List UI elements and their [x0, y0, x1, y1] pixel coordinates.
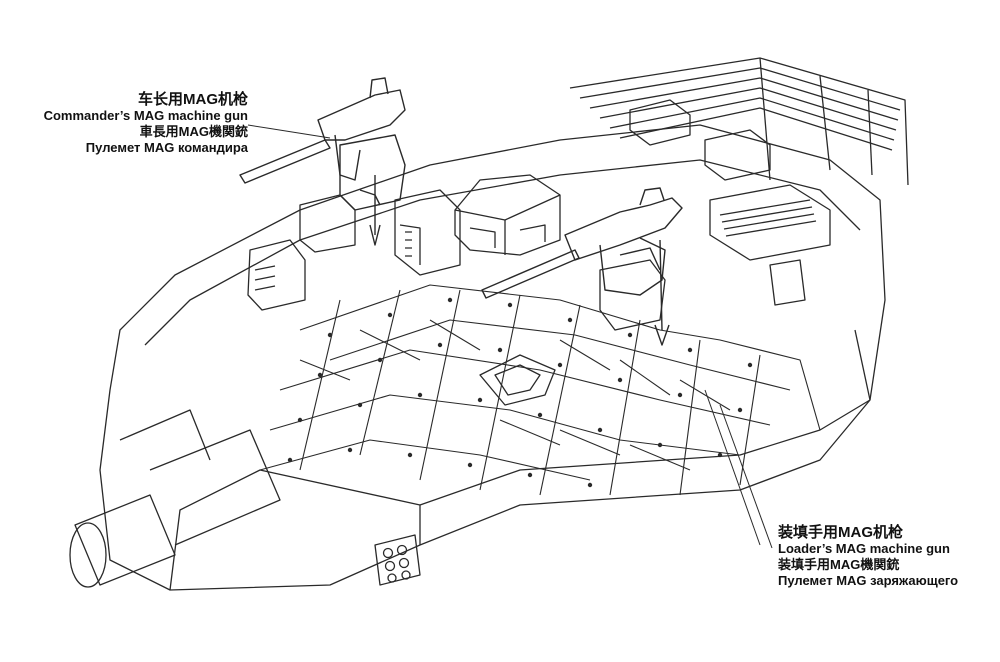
- rear-basket: [569, 57, 909, 186]
- commander-label-zh: 车长用MAG机枪: [138, 91, 248, 108]
- rear-roof-fittings: [599, 99, 831, 331]
- commander-label-ja: 車長用MAG機関銃: [139, 124, 248, 139]
- leader-lines: [247, 124, 773, 549]
- commander-machine-gun: [239, 77, 406, 246]
- main-gun-barrel: [69, 409, 281, 588]
- commander-label-en: Commander’s MAG machine gun: [43, 108, 248, 123]
- loader-label-ru: Пулемет MAG заряжающего: [778, 573, 959, 588]
- smoke-grenade-launcher: [374, 534, 421, 586]
- armor-rivets: [287, 297, 753, 488]
- loader-label-zh: 装填手用MAG机枪: [778, 524, 903, 541]
- sight-housing: [247, 189, 461, 311]
- commander-cupola: [454, 174, 561, 256]
- loader-label-ja: 装填手用MAG機関銃: [778, 557, 900, 572]
- turret-outline: [99, 124, 886, 591]
- armor-panels: [259, 284, 821, 496]
- commander-label-ru: Пулемет MAG командира: [85, 140, 248, 155]
- loader-label-en: Loader’s MAG machine gun: [778, 541, 950, 556]
- loader-mg-callout: 装填手用MAG机枪 Loader’s MAG machine gun 装填手用M…: [778, 525, 993, 589]
- commander-mg-callout: 车长用MAG机枪 Commander’s MAG machine gun 車長用…: [30, 92, 248, 156]
- loader-hatch: [479, 354, 556, 406]
- loader-machine-gun: [481, 187, 683, 346]
